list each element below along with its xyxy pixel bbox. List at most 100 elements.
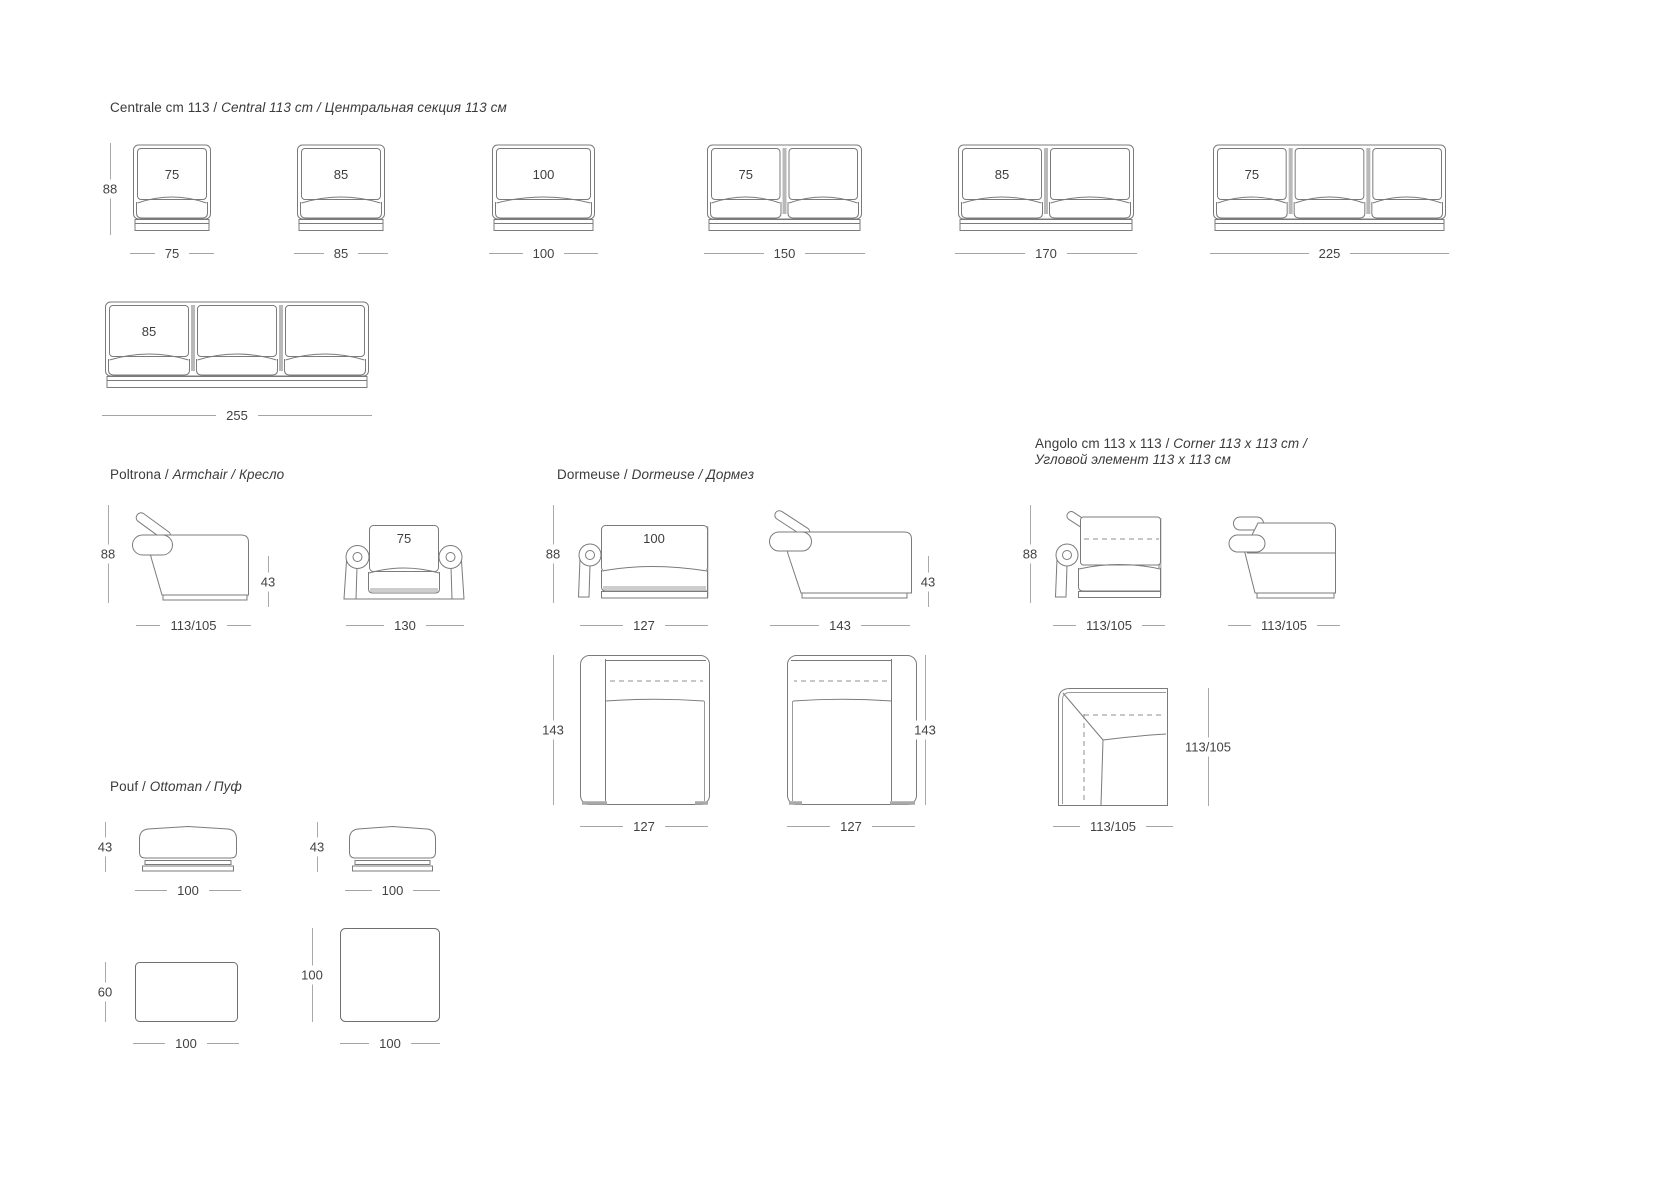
- centrale-module-150: 75 150: [704, 143, 866, 261]
- depth-dim-label: 143: [911, 720, 939, 740]
- centrale-module-75: 75 75: [130, 143, 214, 261]
- width-dimension: 75: [130, 245, 214, 261]
- width-dim-label: 130: [394, 617, 416, 633]
- width-dimension: 100: [489, 245, 599, 261]
- angolo-top-width-dimension: 113/105: [1053, 818, 1173, 834]
- pouf-small-front-view: [135, 822, 241, 872]
- width-dim-label: 127: [633, 818, 655, 834]
- pouf-rect-top-view: [135, 962, 238, 1022]
- width-dim-label: 255: [226, 407, 248, 423]
- sofa-front-drawing: [1213, 143, 1446, 235]
- sofa-front-drawing: [105, 300, 369, 392]
- centrale-title-normal: Centrale cm 113 /: [110, 100, 222, 115]
- sofa-front-drawing: [133, 143, 211, 235]
- width-dim-label: 127: [633, 617, 655, 633]
- pouf-rect-width-dimension: 100: [133, 1035, 240, 1051]
- sofa-front-drawing: [297, 143, 385, 235]
- poltrona-section-title: Poltrona / Armchair / Кресло: [110, 467, 284, 482]
- centrale-module-100: 100 100: [489, 143, 599, 261]
- height-dim-label: 43: [306, 837, 328, 857]
- cushion-width-label: 100: [643, 531, 665, 546]
- armchair-front-drawing: [343, 525, 465, 600]
- height-dim-label: 88: [97, 544, 119, 564]
- pouf-large-width-dimension: 100: [345, 882, 441, 898]
- width-dim-label: 225: [1318, 245, 1341, 261]
- width-dim-label: 113/105: [1260, 617, 1308, 633]
- width-dim-label: 100: [175, 1035, 197, 1051]
- pouf-front-drawing: [349, 825, 436, 872]
- dormeuse-front-width-dimension: 127: [580, 617, 709, 633]
- width-dim-label: 75: [164, 245, 180, 261]
- pouf-square-width-dimension: 100: [340, 1035, 441, 1051]
- width-dimension: 150: [704, 245, 866, 261]
- dormeuse-front-view: 100: [577, 505, 710, 603]
- angolo-side-view: [1228, 505, 1338, 603]
- angolo-top-view: [1058, 688, 1168, 806]
- dormeuse-top-right-width-dimension: 127: [787, 818, 916, 834]
- pouf-section-title: Pouf / Ottoman / Пуф: [110, 779, 242, 794]
- angolo-title-italic: Corner 113 x 113 cm /: [1173, 436, 1307, 451]
- width-dim-label: 170: [1035, 245, 1057, 261]
- pouf-front-drawing: [139, 825, 237, 872]
- cushion-width-label: 75: [164, 167, 180, 182]
- width-dim-label: 100: [379, 1035, 401, 1051]
- angolo-title-normal: Angolo cm 113 x 113 /: [1035, 436, 1174, 451]
- poltrona-title-italic: Armchair / Кресло: [172, 467, 285, 482]
- cushion-width-label: 75: [1244, 167, 1260, 182]
- armchair-side-drawing: [132, 512, 249, 601]
- corner-front-drawing: [1054, 511, 1162, 598]
- poltrona-title-normal: Poltrona /: [110, 467, 173, 482]
- corner-side-drawing: [1228, 516, 1336, 599]
- width-dim-label: 113/105: [170, 617, 217, 633]
- width-dimension: 170: [955, 245, 1138, 261]
- seat-height-dim-label: 43: [257, 572, 279, 591]
- width-dim-label: 127: [840, 818, 862, 834]
- cushion-width-label: 75: [396, 531, 412, 546]
- depth-dim-label: 113/105: [1181, 737, 1235, 757]
- dormeuse-top-drawing-mirrored: [787, 655, 917, 805]
- pouf-title-normal: Pouf /: [110, 779, 150, 794]
- width-dim-label: 150: [773, 245, 796, 261]
- angolo-front-width-dimension: 113/105: [1053, 617, 1165, 633]
- sofa-front-drawing: [707, 143, 862, 235]
- width-dimension: 255: [102, 407, 373, 423]
- angolo-side-width-dimension: 113/105: [1228, 617, 1340, 633]
- dormeuse-front-drawing: [577, 525, 709, 599]
- height-dim-label: 88: [1019, 544, 1041, 564]
- angolo-front-view: [1054, 505, 1165, 603]
- pouf-top-rect-drawing: [135, 962, 238, 1022]
- dormeuse-section-title: Dormeuse / Dormeuse / Дормез: [557, 467, 754, 482]
- sofa-front-drawing: [958, 143, 1134, 235]
- width-dim-label: 113/105: [1085, 617, 1133, 633]
- cushion-width-label: 85: [994, 167, 1010, 182]
- depth-dim-label: 143: [539, 720, 567, 740]
- angolo-section-title-line1: Angolo cm 113 x 113 / Corner 113 x 113 c…: [1035, 436, 1307, 451]
- dormeuse-side-drawing: [769, 510, 912, 599]
- angolo-section-title-line2: Угловой элемент 113 x 113 см: [1035, 452, 1231, 467]
- width-dim-label: 100: [381, 882, 404, 898]
- pouf-top-square-drawing: [340, 928, 440, 1022]
- pouf-large-front-view: [345, 822, 440, 872]
- centrale-section-title: Centrale cm 113 / Central 113 cm / Центр…: [110, 100, 507, 115]
- pouf-title-italic: Ottoman / Пуф: [149, 779, 242, 794]
- dormeuse-top-left-width-dimension: 127: [580, 818, 709, 834]
- width-dimension: 225: [1210, 245, 1450, 261]
- cushion-width-label: 75: [738, 167, 753, 182]
- poltrona-front-width-dimension: 130: [346, 617, 465, 633]
- width-dim-label: 143: [829, 617, 851, 633]
- centrale-module-85: 85 85: [294, 143, 388, 261]
- centrale-module-255: 85 255: [102, 300, 373, 423]
- dormeuse-side-width-dimension: 143: [770, 617, 911, 633]
- depth-dim-label: 100: [298, 965, 326, 985]
- cushion-width-label: 85: [333, 167, 349, 182]
- depth-dim-label: 60: [94, 982, 116, 1002]
- poltrona-front-view: 75: [343, 505, 465, 603]
- width-dim-label: 85: [333, 245, 349, 261]
- centrale-module-225: 75 225: [1210, 143, 1450, 261]
- dormeuse-title-normal: Dormeuse /: [557, 467, 632, 482]
- dormeuse-title-italic: Dormeuse / Дормез: [631, 467, 755, 482]
- width-dimension: 85: [294, 245, 388, 261]
- poltrona-side-view: [131, 505, 256, 603]
- poltrona-side-width-dimension: 113/105: [136, 617, 251, 633]
- width-dim-label: 100: [177, 882, 199, 898]
